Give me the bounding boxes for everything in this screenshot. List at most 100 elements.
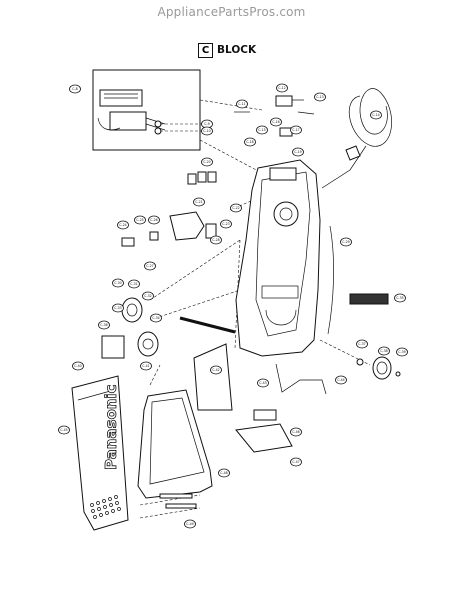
block-title-text: BLOCK <box>217 44 257 56</box>
callout-c18: C-25 <box>134 215 146 225</box>
svg-text:C-43: C-43 <box>259 381 266 385</box>
callout-c23: C-30 <box>112 278 124 288</box>
callout-c40: C-47 <box>290 457 302 467</box>
svg-text:C-47: C-47 <box>292 460 299 464</box>
cord-wrap-strip <box>327 225 334 335</box>
callout-c41: C-48 <box>218 468 230 478</box>
svg-text:C-15: C-15 <box>258 128 265 132</box>
svg-text:C-31: C-31 <box>130 282 137 286</box>
callout-c3: C-10 <box>201 126 213 136</box>
callout-c7: C-14 <box>370 110 382 120</box>
callout-c4: C-11 <box>236 99 248 109</box>
vacuum-main-body <box>235 159 321 357</box>
callout-c6: C-13 <box>314 92 326 102</box>
svg-text:C-11: C-11 <box>238 102 245 106</box>
brand-logo: Panasonic <box>102 385 120 470</box>
callout-c31: C-38 <box>378 346 390 356</box>
callout-c35: C-42 <box>210 365 222 375</box>
callout-c39: C-46 <box>290 427 302 437</box>
callout-c9: C-16 <box>270 117 282 127</box>
hose-connector <box>275 363 327 395</box>
svg-text:C-27: C-27 <box>146 264 153 268</box>
svg-text:C-8: C-8 <box>72 87 77 91</box>
svg-text:C-19: C-19 <box>294 150 301 154</box>
callout-c28: C-35 <box>394 293 406 303</box>
svg-text:C-42: C-42 <box>212 368 219 372</box>
callout-c32: C-39 <box>396 347 408 357</box>
svg-text:C-14: C-14 <box>372 113 379 117</box>
svg-text:C-35: C-35 <box>396 296 403 300</box>
svg-text:C-28: C-28 <box>212 238 219 242</box>
motor-fan-assembly <box>101 297 159 359</box>
callout-c22: C-29 <box>340 237 352 247</box>
callout-c14: C-21 <box>193 197 205 207</box>
block-title: C BLOCK <box>198 42 256 58</box>
svg-text:C-44: C-44 <box>337 378 344 382</box>
bottom-plate <box>159 409 293 509</box>
svg-text:C-45: C-45 <box>60 428 67 432</box>
callout-c36: C-43 <box>257 378 269 388</box>
filter-pad <box>349 293 389 305</box>
svg-text:C-37: C-37 <box>358 342 365 346</box>
callout-c33: C-40 <box>72 361 84 371</box>
callout-c5: C-12 <box>276 83 288 93</box>
block-letter-box: C <box>198 42 213 58</box>
svg-text:C-30: C-30 <box>114 281 121 285</box>
svg-text:C-26: C-26 <box>150 218 157 222</box>
svg-text:C-9: C-9 <box>204 122 209 126</box>
svg-text:C-16: C-16 <box>272 120 279 124</box>
svg-text:C-23: C-23 <box>222 222 229 226</box>
svg-text:C-48: C-48 <box>220 471 227 475</box>
callout-c20: C-27 <box>144 261 156 271</box>
callout-c25: C-32 <box>142 291 154 301</box>
callout-c15: C-22 <box>230 203 242 213</box>
callout-c24: C-31 <box>128 279 140 289</box>
callout-c38: C-45 <box>58 425 70 435</box>
filter-cover <box>193 343 233 411</box>
svg-text:C-38: C-38 <box>380 349 387 353</box>
svg-text:C-18: C-18 <box>246 140 253 144</box>
svg-text:C-17: C-17 <box>292 128 299 132</box>
svg-text:C-12: C-12 <box>278 86 285 90</box>
front-cover-panel: Panasonic <box>71 375 129 531</box>
callout-c16: C-23 <box>220 219 232 229</box>
switch-bracket-parts <box>121 171 217 247</box>
svg-text:C-32: C-32 <box>144 294 151 298</box>
callout-c10: C-17 <box>290 125 302 135</box>
svg-text:C-36: C-36 <box>100 323 107 327</box>
svg-text:C-10: C-10 <box>203 129 210 133</box>
svg-text:C-29: C-29 <box>342 240 349 244</box>
svg-text:C-34: C-34 <box>152 316 159 320</box>
callout-c11: C-18 <box>244 137 256 147</box>
callout-c17: C-24 <box>117 220 129 230</box>
watermark: AppliancePartsPros.com <box>157 5 306 19</box>
callout-c29: C-36 <box>98 320 110 330</box>
wand-rod <box>179 316 236 334</box>
callout-c21: C-28 <box>210 235 222 245</box>
svg-text:C-39: C-39 <box>398 350 405 354</box>
callout-c34: C-41 <box>140 361 152 371</box>
svg-text:C-13: C-13 <box>316 95 323 99</box>
rear-frame <box>137 389 213 499</box>
svg-text:C-49: C-49 <box>186 522 193 526</box>
callout-c1: C-8 <box>69 84 81 94</box>
svg-text:C-24: C-24 <box>119 223 126 227</box>
callout-c30: C-37 <box>356 339 368 349</box>
callout-c13: C-20 <box>201 157 213 167</box>
callout-c37: C-44 <box>335 375 347 385</box>
callout-c27: C-34 <box>150 313 162 323</box>
svg-text:C-20: C-20 <box>203 160 210 164</box>
power-cord <box>321 88 392 189</box>
svg-text:C-25: C-25 <box>136 218 143 222</box>
rear-wheel <box>356 356 401 380</box>
callout-c26: C-33 <box>112 303 124 313</box>
callout-c19: C-26 <box>148 215 160 225</box>
wiring-detail-inset <box>92 69 201 151</box>
callout-c42: C-49 <box>184 519 196 529</box>
callout-c12: C-19 <box>292 147 304 157</box>
svg-text:C-46: C-46 <box>292 430 299 434</box>
svg-text:C-40: C-40 <box>74 364 81 368</box>
svg-text:C-22: C-22 <box>232 206 239 210</box>
svg-text:C-41: C-41 <box>142 364 149 368</box>
